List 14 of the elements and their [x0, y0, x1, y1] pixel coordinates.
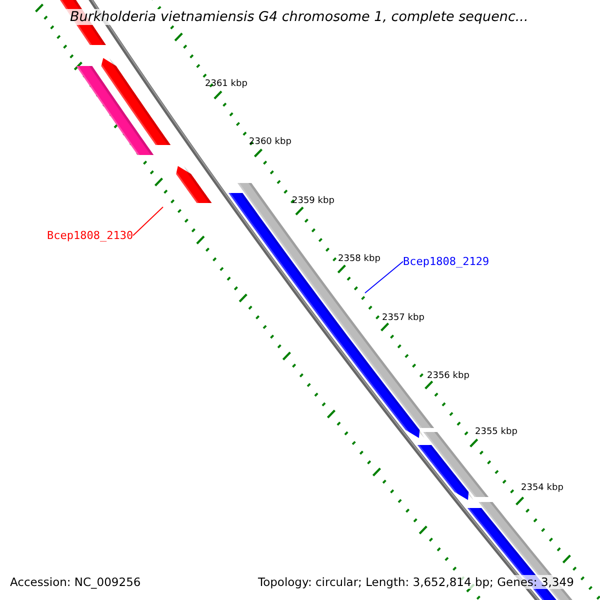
gene-label: Bcep1808_2129: [403, 255, 490, 268]
scale-label: 2356 kbp: [427, 371, 470, 381]
scale-label: 2360 kbp: [249, 137, 292, 147]
scale-label: 2355 kbp: [475, 427, 518, 437]
leader-line: [132, 206, 164, 236]
gene-label: Bcep1808_2130: [47, 229, 134, 242]
info-text: Topology: circular; Length: 3,652,814 bp; Genes: 3,349: [258, 575, 574, 589]
info-text: Accession: NC_009256: [10, 575, 141, 589]
scale-label: 2359 kbp: [292, 196, 334, 206]
scale-label: 2354 kbp: [521, 483, 564, 493]
scale-label: 2357 kbp: [382, 313, 424, 323]
scale-label: 2358 kbp: [338, 254, 380, 264]
scale-label: 2361 kbp: [205, 79, 248, 89]
leader-line: [364, 261, 404, 294]
